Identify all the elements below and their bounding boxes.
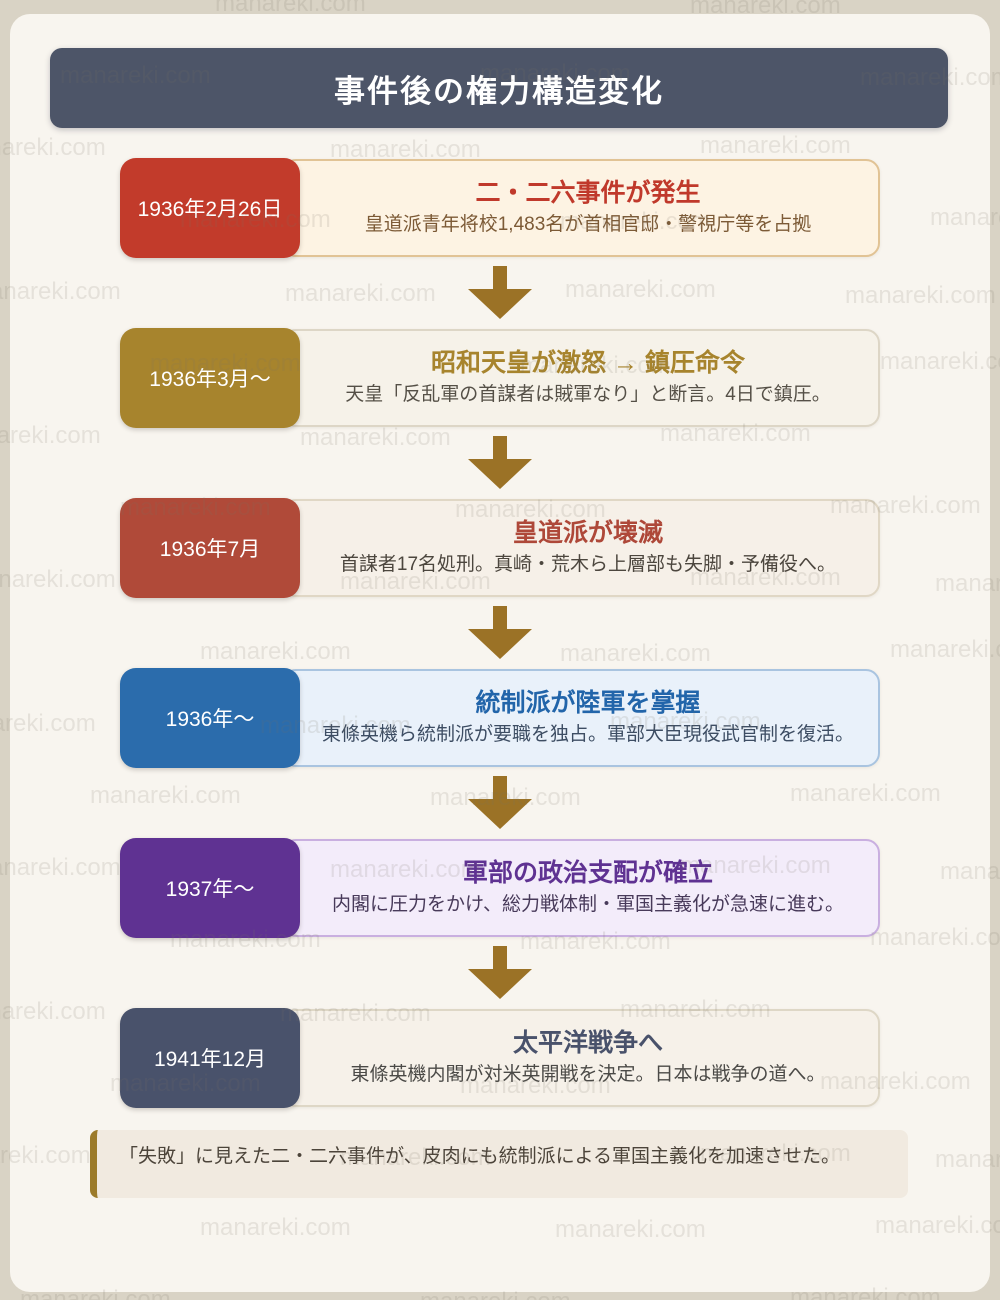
event-description: 首謀者17名処刑。真崎・荒木ら上層部も失脚・予備役へ。 [339,554,837,576]
event-title: 統制派が陸軍を掌握 [475,689,701,718]
down-arrow-icon [468,436,532,489]
page-title: 事件後の権力構造変化 [334,73,664,109]
down-arrow-icon [468,266,532,319]
event-card: 昭和天皇が激怒 → 鎮圧命令 天皇「反乱軍の首謀者は賊軍なり」と断言。4日で鎮圧… [282,329,880,427]
event-description: 皇道派青年将校1,483名が首相官邸・警視庁等を占拠 [364,214,812,236]
arrow-head [468,629,532,659]
arrow-stem [493,436,507,459]
header-bar: 事件後の権力構造変化 [50,48,948,128]
down-arrow-icon [468,946,532,999]
event-card: 皇道派が壊滅 首謀者17名処刑。真崎・荒木ら上層部も失脚・予備役へ。 [282,499,880,597]
event-card: 統制派が陸軍を掌握 東條英機ら統制派が要職を独占。軍部大臣現役武官制を復活。 [282,669,880,767]
event-title: 太平洋戦争へ [512,1029,663,1058]
date-badge: 1941年12月 [120,1008,300,1108]
event-title: 皇道派が壊滅 [512,519,663,548]
arrow-stem [493,776,507,799]
event-description: 内閣に圧力をかけ、総力戦体制・軍国主義化が急速に進む。 [331,894,845,916]
timeline-row: 1936年7月 皇道派が壊滅 首謀者17名処刑。真崎・荒木ら上層部も失脚・予備役… [120,498,880,598]
event-card: 太平洋戦争へ 東條英機内閣が対米英開戦を決定。日本は戦争の道へ。 [282,1009,880,1107]
arrow-stem [493,606,507,629]
event-title: 昭和天皇が激怒 → 鎮圧命令 [431,349,745,378]
arrow-stem [493,946,507,969]
date-badge: 1936年3月〜 [120,328,300,428]
event-card: 二・二六事件が発生 皇道派青年将校1,483名が首相官邸・警視庁等を占拠 [282,159,880,257]
timeline-row: 1936年3月〜 昭和天皇が激怒 → 鎮圧命令 天皇「反乱軍の首謀者は賊軍なり」… [120,328,880,428]
event-description: 天皇「反乱軍の首謀者は賊軍なり」と断言。4日で鎮圧。 [345,384,831,406]
arrow-head [468,289,532,319]
arrow-head [468,459,532,489]
arrow-stem [493,266,507,289]
event-card: 軍部の政治支配が確立 内閣に圧力をかけ、総力戦体制・軍国主義化が急速に進む。 [282,839,880,937]
summary-note: 「失敗」に見えた二・二六事件が、皮肉にも統制派による軍国主義化を加速させた。 [90,1130,908,1198]
date-badge: 1936年7月 [120,498,300,598]
summary-text: 「失敗」に見えた二・二六事件が、皮肉にも統制派による軍国主義化を加速させた。 [119,1146,841,1167]
event-title: 二・二六事件が発生 [475,179,701,208]
timeline-row: 1936年〜 統制派が陸軍を掌握 東條英機ら統制派が要職を独占。軍部大臣現役武官… [120,668,880,768]
event-title: 軍部の政治支配が確立 [462,859,713,888]
timeline-row: 1937年〜 軍部の政治支配が確立 内閣に圧力をかけ、総力戦体制・軍国主義化が急… [120,838,880,938]
date-badge: 1936年〜 [120,668,300,768]
timeline-row: 1941年12月 太平洋戦争へ 東條英機内閣が対米英開戦を決定。日本は戦争の道へ… [120,1008,880,1108]
down-arrow-icon [468,776,532,829]
timeline-row: 1936年2月26日 二・二六事件が発生 皇道派青年将校1,483名が首相官邸・… [120,158,880,258]
arrow-head [468,969,532,999]
date-badge: 1937年〜 [120,838,300,938]
date-badge: 1936年2月26日 [120,158,300,258]
down-arrow-icon [468,606,532,659]
event-description: 東條英機ら統制派が要職を独占。軍部大臣現役武官制を復活。 [321,724,854,746]
event-description: 東條英機内閣が対米英開戦を決定。日本は戦争の道へ。 [350,1064,826,1086]
arrow-head [468,799,532,829]
